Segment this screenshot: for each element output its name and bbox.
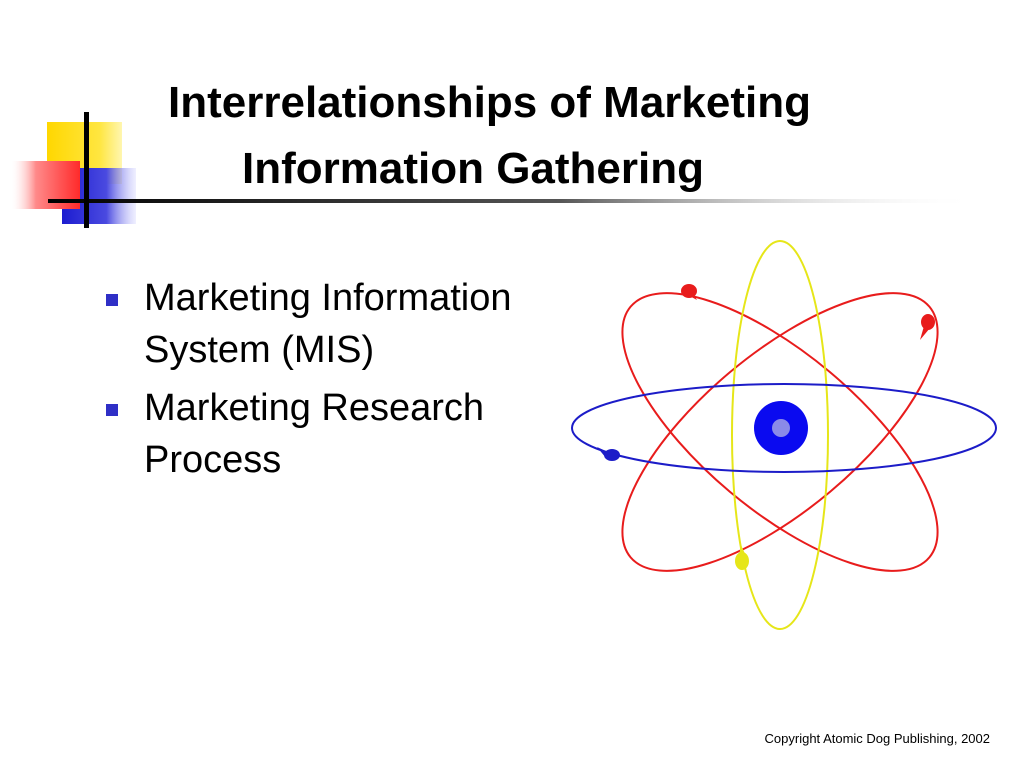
- horizontal-rule: [48, 199, 978, 203]
- bullet-text: Marketing Research Process: [144, 387, 485, 481]
- blue-orbit: [571, 383, 997, 473]
- title-line-1: Interrelationships of Marketing: [168, 78, 811, 127]
- atom-icon: [571, 240, 997, 630]
- electron: [597, 447, 620, 461]
- yellow-orbit: [731, 240, 829, 630]
- vertical-rule: [84, 112, 89, 228]
- slide-title: Interrelationships of Marketing Informat…: [110, 70, 970, 202]
- title-line-2: Information Gathering: [242, 144, 704, 193]
- bullet-item: Marketing Research Process: [100, 382, 600, 486]
- corner-squares-decoration: [12, 112, 978, 228]
- copyright-footer: Copyright Atomic Dog Publishing, 2002: [764, 731, 990, 746]
- bullet-text: Marketing Information System (MIS): [144, 277, 512, 371]
- square-bullet-icon: [106, 294, 118, 306]
- bullet-item: Marketing Information System (MIS): [100, 272, 600, 376]
- electron: [920, 314, 935, 340]
- bullet-list: Marketing Information System (MIS) Marke…: [100, 272, 600, 492]
- square-bullet-icon: [106, 404, 118, 416]
- electron: [735, 545, 749, 570]
- red-orbit: [621, 292, 939, 572]
- electron: [681, 284, 697, 300]
- red-orbit: [621, 292, 939, 572]
- nucleus-core: [772, 419, 790, 437]
